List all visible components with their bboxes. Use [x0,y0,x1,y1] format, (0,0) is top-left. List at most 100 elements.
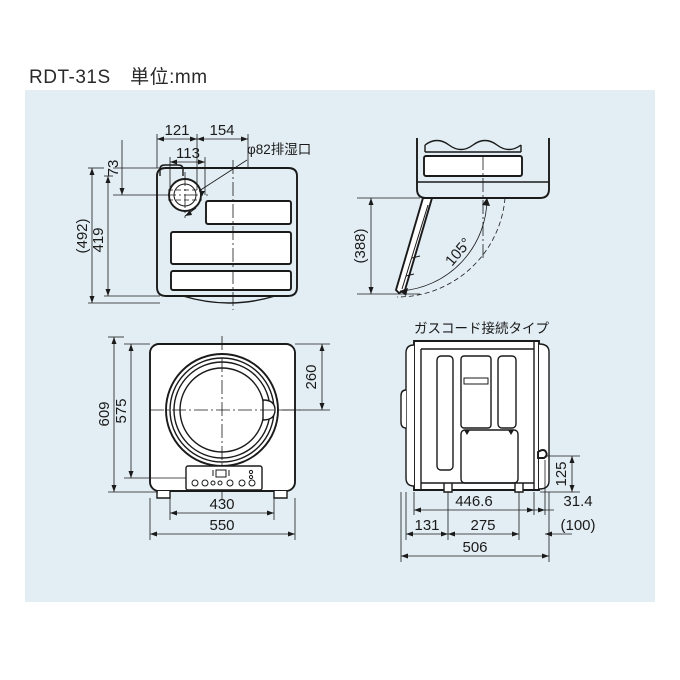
dim-text-275: 275 [470,517,495,534]
arrow-388-b [368,287,374,294]
arrow-550-l [150,531,157,537]
arrow-73-b [119,188,125,195]
top-panel-rect-1 [205,200,292,225]
arrow-506-r [542,553,549,559]
door-hinge-tick-2 [405,273,415,277]
dim-text-113: 113 [176,145,200,162]
arrow-275-l [448,531,455,537]
door-view-top-wave [424,139,522,151]
dim-text-121: 121 [164,122,189,139]
door-slab-inner-line [401,204,429,290]
view-top-right: 105° (388) [352,138,550,298]
door-swing-arc-outer [396,197,506,298]
arrow-154-r [241,136,248,142]
arrow-260-t [319,344,325,351]
arrow-609-b [111,485,117,492]
arrow-154-l [197,136,204,142]
gas-cord-connector [537,449,548,459]
side-panel-middle-slot [463,377,489,385]
view-bottom-left: 260 575 609 430 [96,336,330,540]
arrow-419-b [105,289,111,296]
arrow-575-b [128,471,134,478]
top-panel-rect-2 [170,231,292,265]
dim-text-609: 609 [96,401,113,426]
arrow-131-r [441,531,448,537]
control-knob-2 [201,479,209,487]
door-swing-arc-inner [399,197,488,292]
arrow-4466-l [414,507,421,513]
arrow-113-l [170,159,177,165]
page-title: RDT-31S 単位:mm [29,67,208,88]
arrow-314-l [538,507,545,513]
exhaust-callout-leader [198,159,248,192]
dim-text-492: (492) [74,218,91,253]
side-view-front-bulge [405,344,415,487]
door-view-body [416,138,550,199]
control-led-2 [248,474,254,480]
view-top-left: φ82排湿口 121 154 113 73 [74,122,311,310]
dim-text-314: 31.4 [563,493,592,510]
view-bottom-right: ガスコード接続タイプ [400,320,596,562]
control-knob-7 [248,479,256,487]
arrow-419-t [105,176,111,183]
dim-text-430: 430 [209,496,234,513]
exhaust-port-callout-text: φ82排湿口 [247,142,311,157]
side-foot-left [443,483,453,493]
dim-text-100: (100) [560,517,595,534]
exhaust-callout-arrow2 [185,210,192,216]
dim-text-4466: 446.6 [455,493,493,510]
dim-text-73: 73 [105,160,122,177]
access-panel-clip-r [508,430,514,435]
dim-text-131: 131 [414,517,439,534]
side-access-panel [460,429,519,484]
front-view-foot-right [273,491,288,499]
control-knob-4 [217,480,223,486]
side-view-label: ガスコード接続タイプ [414,320,549,336]
arrow-430-r [267,510,274,516]
access-panel-clip-l [464,430,470,435]
dim-text-125: 125 [553,461,570,486]
dim-text-154: 154 [209,122,234,139]
exhaust-callout-arrow [199,191,205,196]
arrow-121-r [190,136,197,142]
arrow-125-b [569,485,575,492]
arrow-506-l [401,553,408,559]
swing-arrow-top [482,198,490,206]
unit-top-tab [159,164,184,176]
door-view-panel-rect [423,155,523,177]
control-display [215,469,227,478]
arrow-388-t [368,198,374,205]
side-panel-middle [460,355,492,429]
opened-door-slab [394,197,434,295]
side-foot-right [514,483,524,493]
arrow-260-b [319,403,325,410]
arrow-131-l [406,531,413,537]
door-hinge-tick-1 [411,255,421,259]
control-knob-6 [238,479,246,487]
front-view-foot-left [156,491,171,499]
side-view-back-panel [538,343,550,490]
unit-top-body [156,167,298,297]
arrow-550-r [288,531,295,537]
top-panel-rect-3 [170,270,292,291]
arrow-4466-r [527,507,534,513]
arrow-492-t [89,168,95,175]
arrow-430-l [170,510,177,516]
arrow-100-l [545,531,552,537]
dim-text-419: 419 [90,227,107,252]
dim-text-260: 260 [303,364,320,389]
dim-text-550: 550 [209,517,234,534]
dim-text-506: 506 [462,539,487,556]
side-view-door-handle [400,389,407,429]
control-knob-3 [210,480,216,486]
arrow-492-b [89,296,95,303]
side-panel-right [497,355,517,429]
arrow-113-r [198,159,205,165]
arrow-121-l [157,136,164,142]
unit-base-curve [182,295,276,304]
arrow-575-t [128,344,134,351]
drawing-panel-background [25,90,655,602]
control-knob-1 [191,479,199,487]
